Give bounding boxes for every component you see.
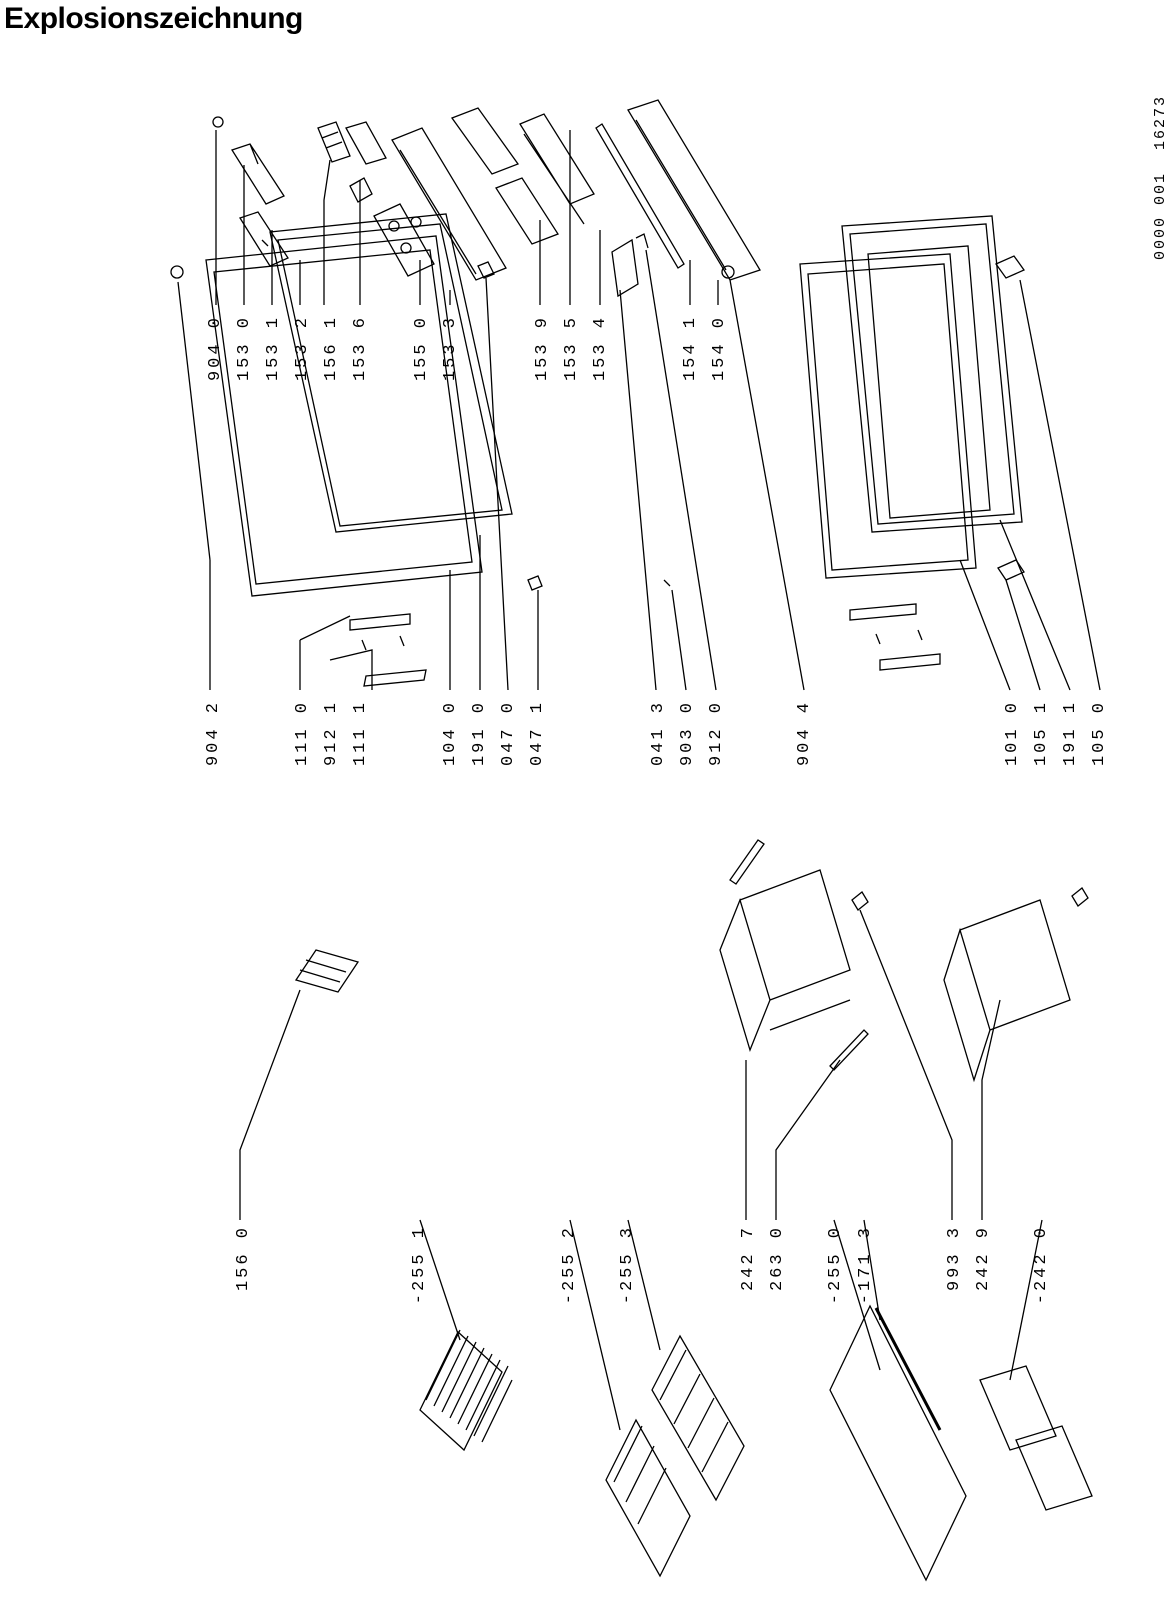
part-number-label: 105 1 <box>1032 700 1051 767</box>
part-255-0 <box>829 1304 967 1582</box>
part-number-label: 904 0 <box>206 315 225 382</box>
part-number-label: 153 2 <box>293 315 312 382</box>
part-number-label: 993 3 <box>945 1225 964 1292</box>
part-number-label: 156 0 <box>234 1225 253 1292</box>
part-104-0 <box>205 235 483 597</box>
part-number-label: 111 1 <box>351 700 370 767</box>
part-number-label: 111 0 <box>293 700 312 767</box>
part-number-label: 912 0 <box>707 700 726 767</box>
part-242-9 <box>943 899 1071 1083</box>
middle-leader-lines <box>177 249 1101 691</box>
part-255-1 <box>419 1330 503 1452</box>
part-105 <box>995 255 1025 581</box>
part-number-label: 105 0 <box>1090 700 1109 767</box>
part-101-0 <box>799 253 977 579</box>
part-grid <box>345 121 387 165</box>
part-number-label: 153 4 <box>591 315 610 382</box>
shelves-and-drawers <box>294 839 1093 1582</box>
part-number-label: -171 3 <box>856 1225 875 1305</box>
part-191-1 <box>841 215 1023 533</box>
part-number-label: 153 6 <box>351 315 370 382</box>
part-242-7 <box>719 869 851 1052</box>
bottom-leader-lines <box>239 909 1043 1431</box>
part-number-label: 101 0 <box>1003 700 1022 767</box>
part-number-label: 155 0 <box>412 315 431 382</box>
part-255-2 <box>605 1418 691 1578</box>
part-153-3 <box>391 127 507 281</box>
part-153-1 <box>261 239 269 247</box>
part-904-0 <box>212 116 224 128</box>
part-number-label: 154 0 <box>710 315 729 382</box>
part-number-label: 154 1 <box>681 315 700 382</box>
part-153-4 <box>519 113 595 225</box>
part-number-label: 242 9 <box>974 1225 993 1292</box>
part-156-1 <box>317 121 351 163</box>
freezer-door-assembly <box>170 213 671 687</box>
part-number-label: 104 0 <box>441 700 460 767</box>
part-number-label: -255 3 <box>618 1225 637 1305</box>
part-number-label: 153 1 <box>264 315 283 382</box>
page-title: Explosionszeichnung <box>4 2 303 35</box>
part-number-label: 153 0 <box>235 315 254 382</box>
part-number-label: -242 0 <box>1032 1225 1051 1305</box>
part-263-0 <box>729 839 869 1071</box>
part-number-label: 191 1 <box>1061 700 1080 767</box>
fridge-door-assembly <box>721 215 1025 671</box>
part-number-label: 903 0 <box>678 700 697 767</box>
part-153-2 <box>239 211 289 267</box>
part-number-label: 047 1 <box>528 700 547 767</box>
part-171-3 <box>874 1307 942 1431</box>
part-153-9 <box>495 177 559 245</box>
part-number-label: 912 1 <box>322 700 341 767</box>
part-154-1 <box>595 123 685 269</box>
part-155-0 <box>373 203 435 277</box>
part-number-label: 047 0 <box>499 700 518 767</box>
part-number-label: -255 1 <box>410 1225 429 1305</box>
part-number-label: 153 5 <box>562 315 581 382</box>
part-number-label: 153 9 <box>533 315 552 382</box>
part-041-3 <box>611 233 671 587</box>
part-111 <box>349 613 427 687</box>
part-153-0 <box>231 143 285 205</box>
part-255-3 <box>651 1334 745 1502</box>
part-153-5 <box>450 107 520 175</box>
top-leader-lines <box>215 130 719 305</box>
part-number-label: 904 4 <box>795 700 814 767</box>
part-153-6 <box>349 177 373 203</box>
part-number-label: -255 0 <box>826 1225 845 1305</box>
part-number-label: 263 0 <box>768 1225 787 1292</box>
part-111-door2 <box>849 603 941 671</box>
part-047 <box>477 261 543 591</box>
part-191-0 <box>269 213 513 533</box>
part-number-label: -255 2 <box>560 1225 579 1305</box>
part-993-3 <box>851 887 1089 911</box>
part-number-label: 041 3 <box>649 700 668 767</box>
part-number-label: 153 3 <box>441 315 460 382</box>
door-accessories <box>212 99 761 281</box>
part-242-0 <box>979 1365 1093 1511</box>
part-154-0 <box>627 99 761 281</box>
part-number-label: 904 2 <box>204 700 223 767</box>
part-number-label: 156 1 <box>322 315 341 382</box>
part-156-0 <box>294 949 360 993</box>
part-number-label: 242 7 <box>739 1225 758 1292</box>
part-number-label: 191 0 <box>470 700 489 767</box>
